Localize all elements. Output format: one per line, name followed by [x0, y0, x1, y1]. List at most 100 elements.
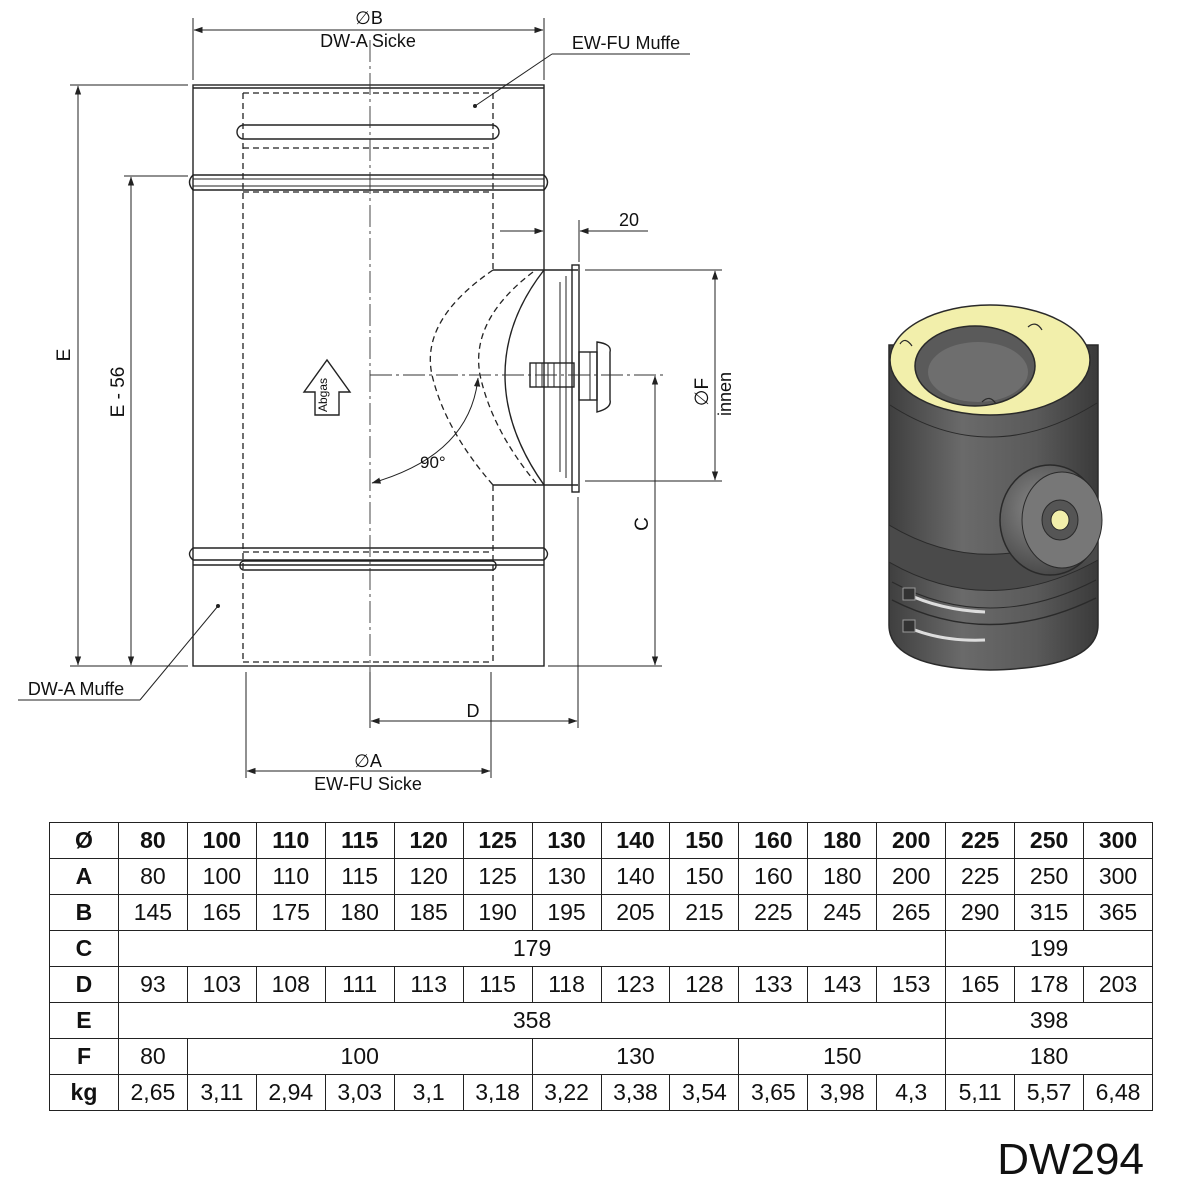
header-diameter-200: 200 [876, 822, 947, 859]
dim-dia-a: ∅A [354, 751, 382, 771]
table-cell: 143 [807, 966, 878, 1003]
table-cell: 245 [807, 894, 878, 931]
table-cell: 6,48 [1083, 1074, 1153, 1111]
table-cell: 5,57 [1014, 1074, 1085, 1111]
header-diameter-130: 130 [531, 822, 602, 859]
header-diameter-300: 300 [1083, 822, 1153, 859]
table-cell: 93 [117, 966, 188, 1003]
header-diameter-150: 150 [669, 822, 740, 859]
table-cell: 190 [462, 894, 533, 931]
table-cell: 3,18 [462, 1074, 533, 1111]
cleaning-knob [529, 341, 611, 413]
table-cell: 160 [738, 858, 809, 895]
table-cell: 195 [531, 894, 602, 931]
table-cell: 203 [1083, 966, 1153, 1003]
header-diameter-125: 125 [462, 822, 533, 859]
dimensions: ∅B DW-A Sicke EW-FU Muffe E E - 56 20 ∅F… [18, 8, 735, 794]
table-cell: 140 [600, 858, 671, 895]
table-cell: 3,98 [807, 1074, 878, 1111]
inner-upper-bead [236, 124, 500, 140]
technical-drawing: Abgas 90° ∅B DW-A Sicke EW-FU Muffe E E … [18, 8, 1103, 794]
table-cell: 290 [945, 894, 1016, 931]
dim-c: C [632, 517, 653, 531]
row-label: C [49, 930, 119, 967]
table-cell: 120 [393, 858, 464, 895]
header-diameter-115: 115 [324, 822, 395, 859]
table-cell: 205 [600, 894, 671, 931]
dim-dia-b: ∅B [355, 8, 383, 28]
table-cell: 3,38 [600, 1074, 671, 1111]
table-cell: 5,11 [945, 1074, 1016, 1111]
table-cell: 133 [738, 966, 809, 1003]
product-render [888, 304, 1103, 671]
table-cell: 113 [393, 966, 464, 1003]
table-cell: 130 [531, 1038, 740, 1075]
table-cell: 180 [807, 858, 878, 895]
pipe-body-render [888, 344, 1099, 671]
table-cell: 111 [324, 966, 395, 1003]
pipe-outer-body [192, 84, 545, 667]
table-cell: 3,03 [324, 1074, 395, 1111]
table-cell: 225 [738, 894, 809, 931]
table-cell: 185 [393, 894, 464, 931]
table-cell: 179 [117, 930, 947, 967]
row-label: F [49, 1038, 119, 1075]
table-cell: 3,22 [531, 1074, 602, 1111]
table-cell: 118 [531, 966, 602, 1003]
angle-label: 90° [420, 453, 446, 472]
header-diameter-250: 250 [1014, 822, 1085, 859]
row-label: A [49, 858, 119, 895]
dim-20: 20 [619, 210, 639, 230]
dim-e: E [54, 349, 75, 362]
dim-d: D [467, 701, 480, 721]
row-label: kg [49, 1074, 119, 1111]
branch-outlet [429, 264, 580, 493]
header-diameter-120: 120 [393, 822, 464, 859]
table-cell: 365 [1083, 894, 1153, 931]
table-cell: 358 [117, 1002, 947, 1039]
header-diameter-110: 110 [255, 822, 326, 859]
table-cell: 100 [186, 1038, 533, 1075]
table-cell: 80 [117, 1038, 188, 1075]
table-cell: 315 [1014, 894, 1085, 931]
table-cell: 200 [876, 858, 947, 895]
label-ew-fu-sicke: EW-FU Sicke [314, 774, 422, 794]
inner-pipe-hidden [242, 92, 494, 663]
label-dw-a-muffe: DW-A Muffe [28, 679, 124, 699]
outlet-cap-render [999, 464, 1103, 576]
abgas-label: Abgas [316, 378, 330, 412]
table-cell: 153 [876, 966, 947, 1003]
label-dw-a-sicke: DW-A Sicke [320, 31, 416, 51]
table-cell: 4,3 [876, 1074, 947, 1111]
table-cell: 3,65 [738, 1074, 809, 1111]
flow-arrow: Abgas [302, 358, 352, 416]
side-view: Abgas 90° [188, 40, 665, 720]
table-cell: 145 [117, 894, 188, 931]
table-cell: 215 [669, 894, 740, 931]
table-cell: 80 [117, 858, 188, 895]
table-cell: 2,94 [255, 1074, 326, 1111]
table-cell: 125 [462, 858, 533, 895]
table-cell: 165 [945, 966, 1016, 1003]
table-cell: 115 [462, 966, 533, 1003]
table-cell: 178 [1014, 966, 1085, 1003]
table-cell: 300 [1083, 858, 1153, 895]
table-cell: 108 [255, 966, 326, 1003]
header-diameter-80: 80 [117, 822, 188, 859]
angle-arc [371, 377, 481, 484]
table-cell: 150 [669, 858, 740, 895]
label-innen: innen [715, 372, 735, 416]
row-label: E [49, 1002, 119, 1039]
table-cell: 180 [324, 894, 395, 931]
table-cell: 199 [945, 930, 1153, 967]
label-ew-fu-muffe: EW-FU Muffe [572, 33, 680, 53]
table-cell: 110 [255, 858, 326, 895]
table-cell: 2,65 [117, 1074, 188, 1111]
table-cell: 100 [186, 858, 257, 895]
